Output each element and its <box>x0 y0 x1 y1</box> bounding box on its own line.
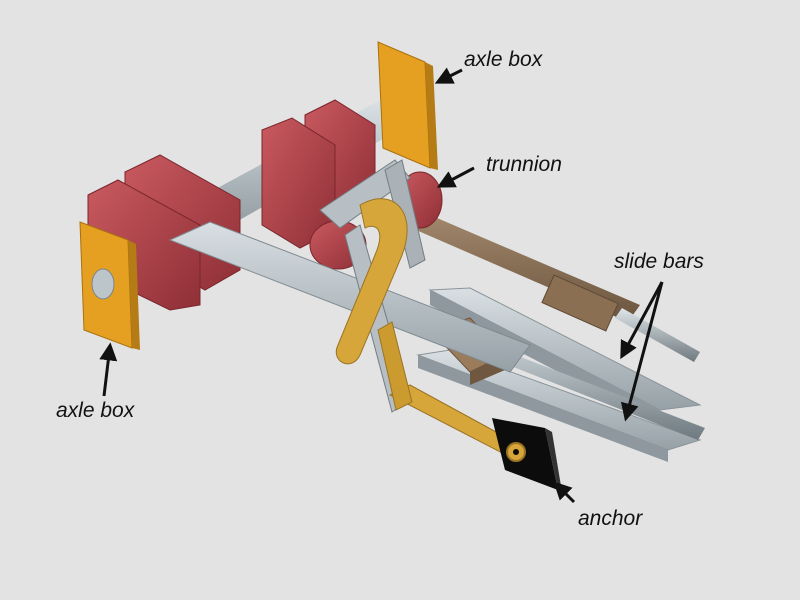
anchor-bracket <box>492 418 562 492</box>
label-trunnion: trunnion <box>486 153 562 176</box>
label-anchor: anchor <box>578 507 643 530</box>
label-axle-box-bottom: axle box <box>56 399 136 422</box>
arrow-trunnion <box>436 166 475 188</box>
label-axle-box-top: axle box <box>464 48 544 71</box>
arrow-axle-box-bottom <box>99 342 118 397</box>
arrow-anchor <box>553 481 576 504</box>
arrow-axle-box-top <box>434 67 463 84</box>
axle-box-top <box>377 41 438 170</box>
label-slide-bars: slide bars <box>614 250 704 273</box>
expansion-link <box>335 198 521 459</box>
slide-bars-assembly <box>416 287 705 462</box>
piston-rod <box>370 200 700 362</box>
connecting-rod <box>168 221 531 373</box>
axle-box-bottom <box>79 221 140 350</box>
arrow-slide-bars-2 <box>620 281 664 422</box>
arrow-slide-bars-1 <box>620 281 664 360</box>
slide-bar-lower-side <box>418 355 668 462</box>
label-arrows <box>99 67 664 504</box>
